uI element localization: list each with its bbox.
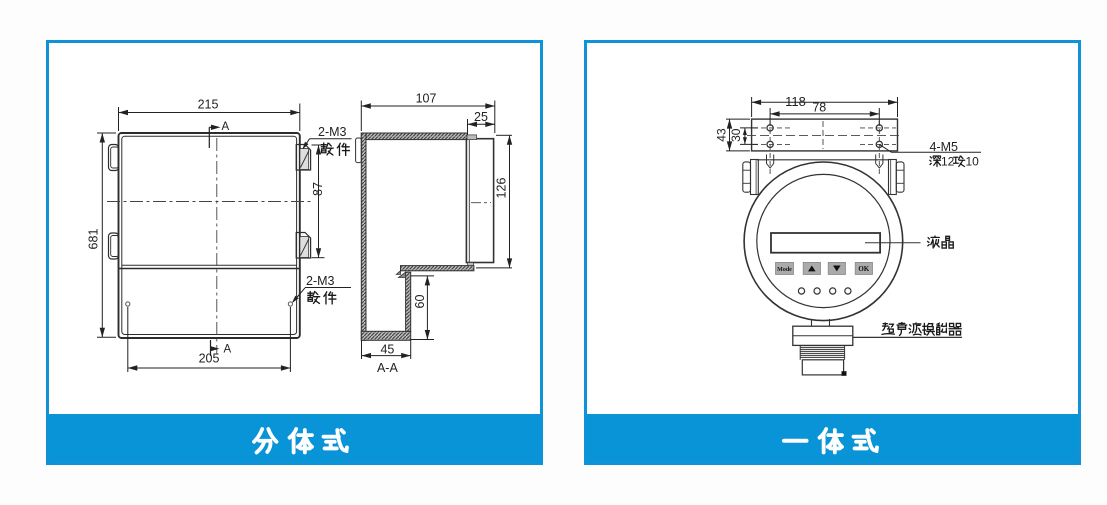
svg-text:205: 205 [199,352,220,366]
svg-text:2-M3: 2-M3 [318,125,347,139]
svg-text:126: 126 [495,178,509,199]
svg-text:A-A: A-A [377,361,399,375]
svg-text:43: 43 [715,128,729,142]
svg-text:A: A [224,343,232,355]
svg-text:118: 118 [785,94,806,109]
svg-text:215: 215 [198,98,219,112]
svg-text:25: 25 [474,110,488,124]
svg-text:60: 60 [413,295,427,309]
svg-text:107: 107 [416,91,437,105]
svg-text:78: 78 [812,101,826,115]
svg-text:30: 30 [729,128,743,142]
svg-text:87: 87 [311,182,325,196]
svg-text:4-M5: 4-M5 [930,140,959,154]
svg-text:681: 681 [86,229,100,250]
svg-text:2-M3: 2-M3 [306,274,335,288]
svg-text:12: 12 [941,155,955,169]
svg-text:OK: OK [858,265,869,273]
svg-text:10: 10 [966,155,980,169]
svg-text:A: A [222,121,230,133]
svg-text:Mode: Mode [777,267,792,273]
svg-text:45: 45 [380,343,394,357]
